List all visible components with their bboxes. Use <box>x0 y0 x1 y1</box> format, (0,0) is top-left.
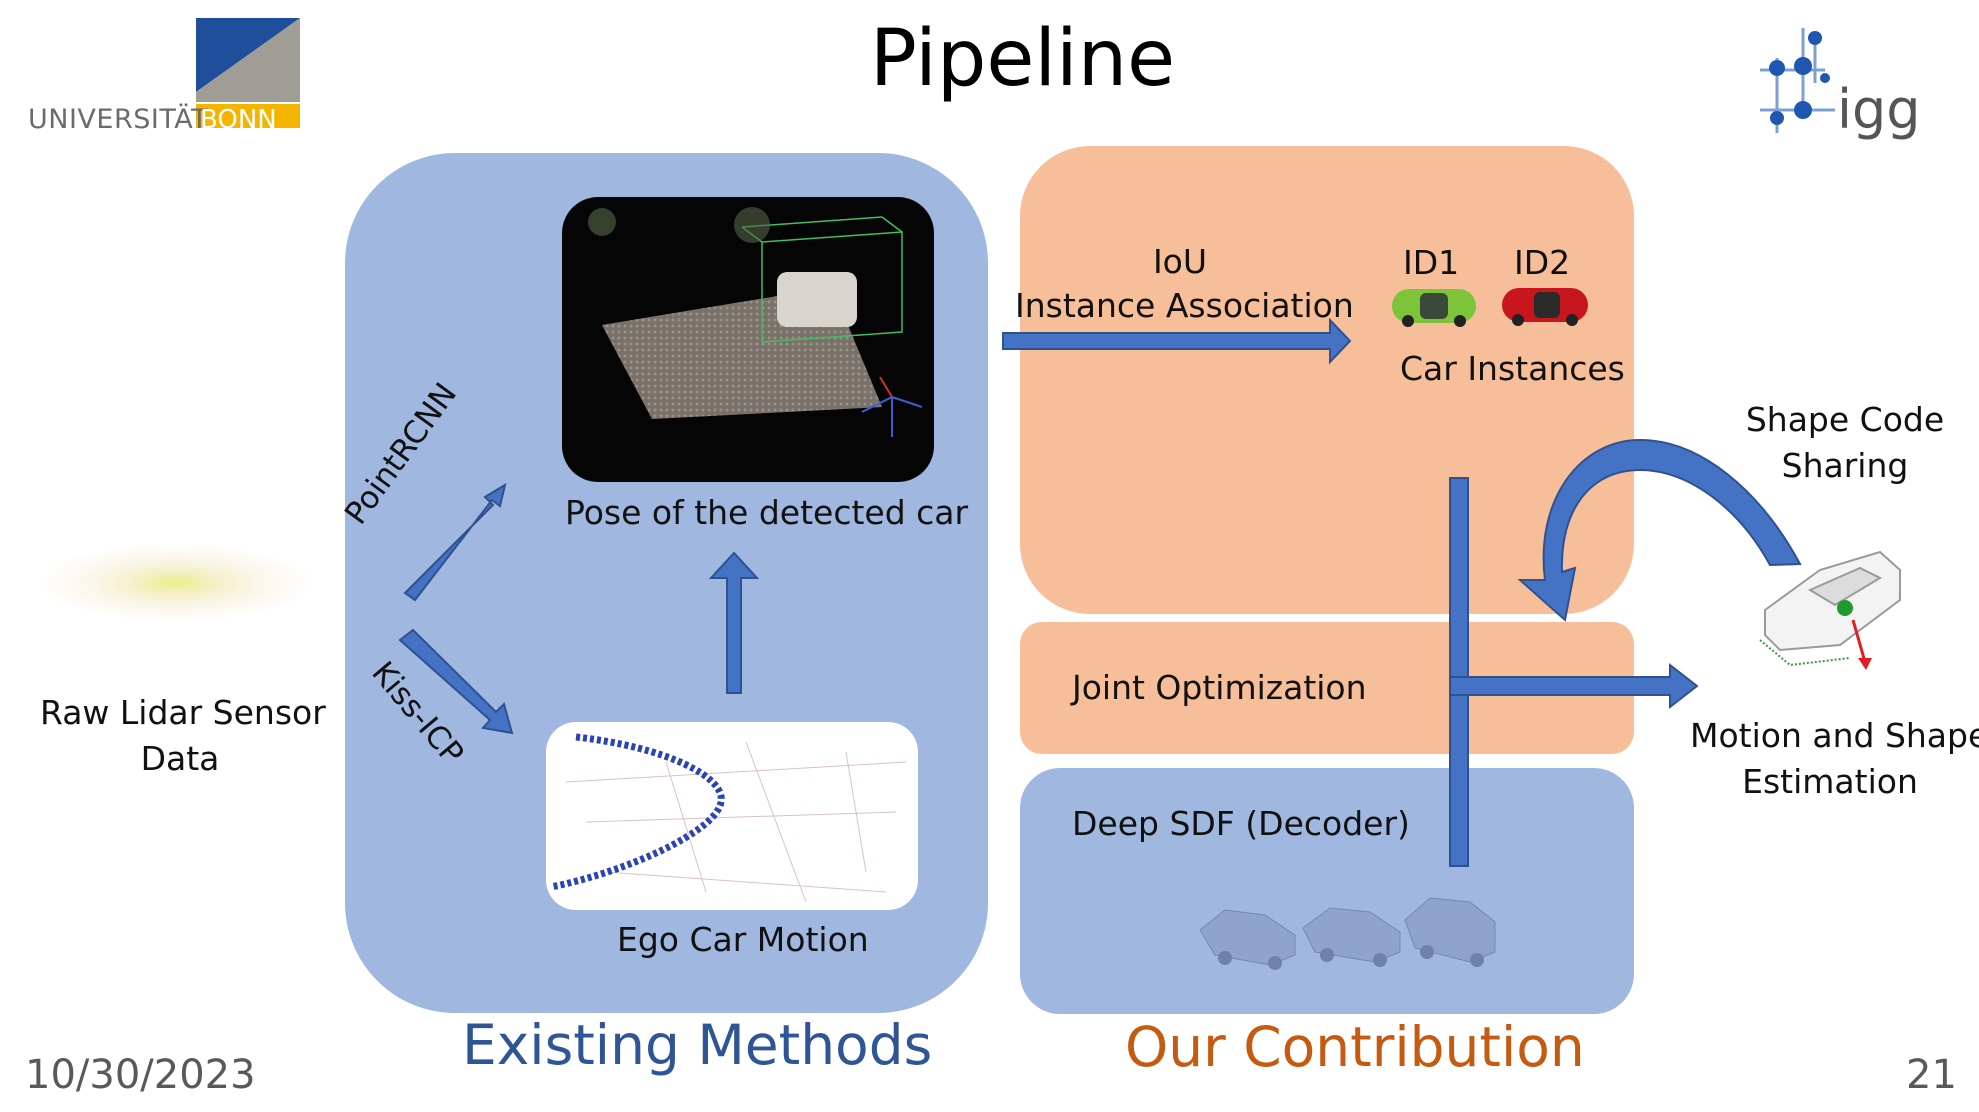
sdf-car-shapes <box>1195 890 1505 990</box>
bonn-logo-text-right: BONN <box>200 105 277 135</box>
pose-scene-graphic <box>588 207 923 437</box>
motion-shape-estimation-label: Motion and Shape Estimation <box>1690 713 1979 805</box>
joint-optimization-label: Joint Optimization <box>1072 668 1367 707</box>
igg-logo-graphic <box>1760 28 1835 133</box>
deep-sdf-label: Deep SDF (Decoder) <box>1072 804 1410 843</box>
car-id1-icon <box>1390 283 1478 329</box>
id1-label: ID1 <box>1403 243 1460 282</box>
raw-lidar-label-line1: Raw Lidar Sensor <box>40 693 326 732</box>
shape-code-sharing-label: Shape Code Sharing <box>1720 397 1970 489</box>
igg-logo-text: igg <box>1837 78 1921 141</box>
university-bonn-logo: UNIVERSITÄT BONN <box>28 18 308 135</box>
pose-detected-car-image <box>562 197 934 482</box>
slide-page-number: 21 <box>1906 1052 1957 1098</box>
pose-detected-car-label: Pose of the detected car <box>565 493 969 532</box>
raw-lidar-image <box>45 525 335 630</box>
estimated-car-graphic <box>1759 550 1901 670</box>
green-car-graphic <box>1392 289 1476 327</box>
iou-association-label: IoU Instance Association <box>1015 240 1354 328</box>
existing-methods-caption: Existing Methods <box>462 1013 933 1077</box>
slide-date: 10/30/2023 <box>25 1052 256 1098</box>
raw-lidar-label-line2: Data <box>140 739 220 778</box>
raw-lidar-label: Raw Lidar Sensor Data <box>40 690 326 782</box>
sdf-car-shapes-graphic <box>1199 897 1496 970</box>
igg-logo: igg <box>1745 18 1921 143</box>
ego-car-motion-label: Ego Car Motion <box>617 920 869 959</box>
motion-shape-line2: Estimation <box>1742 762 1918 801</box>
red-car-graphic <box>1502 288 1588 326</box>
instance-association-label: Instance Association <box>1015 286 1354 325</box>
ego-car-motion-image <box>546 722 918 910</box>
deep-sdf-panel <box>1020 768 1634 1014</box>
estimated-car-render <box>1750 540 1920 680</box>
iou-label: IoU <box>1152 242 1208 281</box>
bonn-logo-graphic <box>196 18 300 128</box>
shape-code-sharing-line2: Sharing <box>1781 446 1909 485</box>
car-id2-icon <box>1500 282 1590 328</box>
car-instances-label: Car Instances <box>1400 349 1625 388</box>
ego-scene-graphic <box>550 733 907 903</box>
id2-label: ID2 <box>1514 243 1571 282</box>
our-contribution-caption: Our Contribution <box>1125 1015 1585 1079</box>
motion-shape-line1: Motion and Shape <box>1690 716 1979 755</box>
bonn-logo-text-left: UNIVERSITÄT <box>28 104 209 135</box>
shape-code-sharing-line1: Shape Code <box>1745 400 1945 439</box>
slide-title: Pipeline <box>869 14 1176 104</box>
